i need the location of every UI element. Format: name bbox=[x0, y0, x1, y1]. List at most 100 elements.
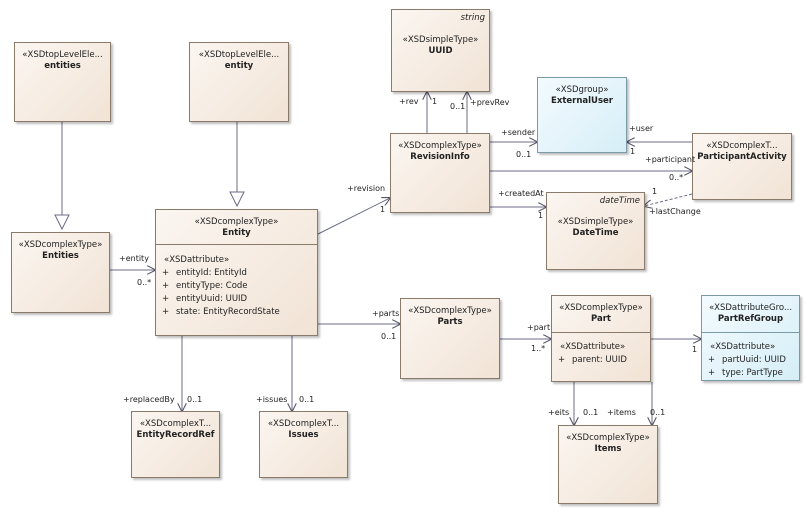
class-name: entities bbox=[44, 61, 81, 71]
stereotype-label: «XSDcomplexType» bbox=[398, 141, 482, 151]
multiplicity-prev-rev: 0..1 bbox=[450, 102, 466, 111]
class-name: entity bbox=[224, 61, 254, 71]
class-name: DateTime bbox=[572, 228, 619, 238]
section-header: «XSDattribute» bbox=[164, 255, 230, 265]
attribute-text: parent: UUID bbox=[572, 355, 627, 365]
multiplicity-rev: 1 bbox=[432, 97, 438, 106]
visibility-marker: + bbox=[162, 307, 170, 317]
class-name: Items bbox=[594, 444, 622, 454]
class-name: ExternalUser bbox=[551, 96, 613, 106]
stereotype-label: «XSDcomplexT... bbox=[706, 141, 778, 151]
class-name: Part bbox=[591, 314, 611, 324]
entities-node[interactable]: «XSDcomplexType» Entities bbox=[11, 232, 110, 313]
visibility-marker: + bbox=[162, 281, 170, 291]
role-label-eits: +eits bbox=[548, 408, 570, 417]
stereotype-label: «XSDcomplexT... bbox=[139, 419, 212, 429]
edge-last-change bbox=[644, 193, 693, 206]
stereotype-label: «XSDcomplexT... bbox=[267, 419, 340, 429]
attribute-text: entityType: Code bbox=[176, 281, 248, 291]
attribute-row[interactable]: +state: EntityRecordState bbox=[156, 306, 317, 319]
revision-info-node[interactable]: «XSDcomplexType» RevisionInfo bbox=[390, 133, 490, 213]
part-ref-group-node[interactable]: «XSDattributeGro... PartRefGroup «XSDatt… bbox=[701, 295, 800, 381]
compartment-divider bbox=[702, 332, 799, 333]
entity-element-node[interactable]: «XSDtopLevelEle... entity bbox=[189, 42, 289, 122]
compartment-divider bbox=[552, 332, 650, 333]
stereotype-label: «XSDcomplexType» bbox=[408, 306, 492, 316]
attribute-row[interactable]: + type: PartType bbox=[702, 367, 799, 380]
attribute-row[interactable]: + parent: UUID bbox=[552, 354, 650, 367]
multiplicity-issues: 0..1 bbox=[299, 395, 315, 404]
attribute-row[interactable]: + entityUuid: UUID bbox=[156, 293, 317, 306]
uuid-node[interactable]: string «XSDsimpleType» UUID bbox=[391, 9, 490, 92]
multiplicity-part: 1..* bbox=[531, 344, 546, 353]
role-label-rev: +rev bbox=[399, 97, 419, 106]
issues-node[interactable]: «XSDcomplexT... Issues bbox=[259, 411, 348, 478]
items-node[interactable]: «XSDcomplexType» Items bbox=[558, 425, 658, 504]
date-time-node[interactable]: dateTime «XSDsimpleType» DateTime bbox=[546, 192, 645, 270]
role-label-last-change: +lastChange bbox=[649, 207, 701, 216]
attribute-row[interactable]: + partUuid: UUID bbox=[702, 354, 799, 367]
section-header: «XSDattribute» bbox=[560, 342, 626, 352]
attributes-compartment: «XSDattribute» + partUuid: UUID + type: Pa… bbox=[702, 341, 799, 380]
role-label-sender: +sender bbox=[501, 128, 536, 137]
role-label-replaced-by: +replacedBy bbox=[123, 395, 175, 404]
role-label-parts: +parts bbox=[372, 309, 400, 318]
stereotype-label: «XSDtopLevelEle... bbox=[22, 50, 103, 60]
generalization-arrowhead bbox=[54, 214, 70, 231]
attributes-compartment: «XSDattribute» + parent: UUID bbox=[552, 341, 650, 367]
multiplicity-sender: 0..1 bbox=[516, 150, 532, 159]
visibility-marker: + bbox=[162, 294, 170, 304]
attribute-text: entityId: EntityId bbox=[176, 268, 247, 278]
entities-element-node[interactable]: «XSDtopLevelEle... entities bbox=[14, 42, 111, 122]
role-label-prev-rev: +prevRev bbox=[470, 98, 510, 107]
role-label-revision: +revision bbox=[347, 184, 386, 193]
edge-revision bbox=[317, 198, 390, 235]
stereotype-label: «XSDcomplexType» bbox=[566, 433, 650, 443]
external-user-node[interactable]: «XSDgroup» ExternalUser bbox=[537, 77, 627, 153]
compartment-divider bbox=[156, 244, 317, 245]
type-label: dateTime bbox=[599, 196, 640, 206]
part-node[interactable]: «XSDcomplexType» Part «XSDattribute» +pa… bbox=[551, 295, 651, 382]
role-label-entity: +entity bbox=[119, 254, 149, 263]
stereotype-label: «XSDsimpleType» bbox=[557, 217, 634, 227]
multiplicity-revision: 1 bbox=[380, 205, 386, 214]
role-label-participant: +participant bbox=[645, 155, 696, 164]
stereotype-label: «XSDattributeGro... bbox=[708, 303, 793, 313]
generalization-arrowhead bbox=[229, 191, 245, 208]
class-name: Issues bbox=[288, 430, 319, 440]
role-label-issues: +issues bbox=[256, 395, 288, 404]
class-name: Entities bbox=[42, 251, 79, 261]
entity-node[interactable]: «XSDcomplexType» Entity «XSDattribute» +… bbox=[155, 209, 318, 336]
multiplicity-part-ref: 1 bbox=[692, 345, 698, 354]
multiplicity-parts: 0..1 bbox=[381, 332, 397, 341]
class-name: PartRefGroup bbox=[717, 314, 784, 324]
multiplicity-last-change: 1 bbox=[652, 187, 658, 196]
attribute-text: entityUuid: UUID bbox=[176, 294, 248, 304]
type-label: string bbox=[460, 13, 485, 23]
stereotype-label: «XSDgroup» bbox=[555, 85, 609, 95]
visibility-marker: + bbox=[558, 355, 566, 365]
multiplicity-items: 0..1 bbox=[650, 408, 666, 417]
attribute-text: partUuid: UUID bbox=[722, 355, 786, 365]
stereotype-label: «XSDsimpleType» bbox=[402, 35, 479, 45]
class-name: EntityRecordRef bbox=[136, 430, 215, 440]
participant-activity-node[interactable]: «XSDcomplexT... ParticipantActivity bbox=[692, 133, 792, 200]
multiplicity-created-at: 1 bbox=[538, 211, 544, 220]
class-name: ParticipantActivity bbox=[697, 152, 787, 162]
attribute-text: type: PartType bbox=[722, 368, 783, 378]
section-header: «XSDattribute» bbox=[710, 342, 776, 352]
visibility-marker: + bbox=[708, 355, 716, 365]
attributes-compartment: «XSDattribute» +entityId: EntityId +enti… bbox=[156, 254, 317, 319]
stereotype-label: «XSDcomplexType» bbox=[18, 240, 103, 250]
parts-node[interactable]: «XSDcomplexType» Parts bbox=[400, 298, 500, 379]
multiplicity-replaced-by: 0..1 bbox=[187, 395, 203, 404]
role-label-user: +user bbox=[629, 124, 654, 133]
stereotype-label: «XSDcomplexType» bbox=[194, 217, 279, 227]
multiplicity-entity: 0..* bbox=[137, 278, 152, 287]
attribute-row[interactable]: +entityId: EntityId bbox=[156, 267, 317, 280]
attribute-row[interactable]: + entityType: Code bbox=[156, 280, 317, 293]
entity-record-ref-node[interactable]: «XSDcomplexT... EntityRecordRef bbox=[131, 411, 220, 478]
visibility-marker: + bbox=[708, 368, 716, 378]
stereotype-label: «XSDtopLevelEle... bbox=[198, 50, 280, 60]
